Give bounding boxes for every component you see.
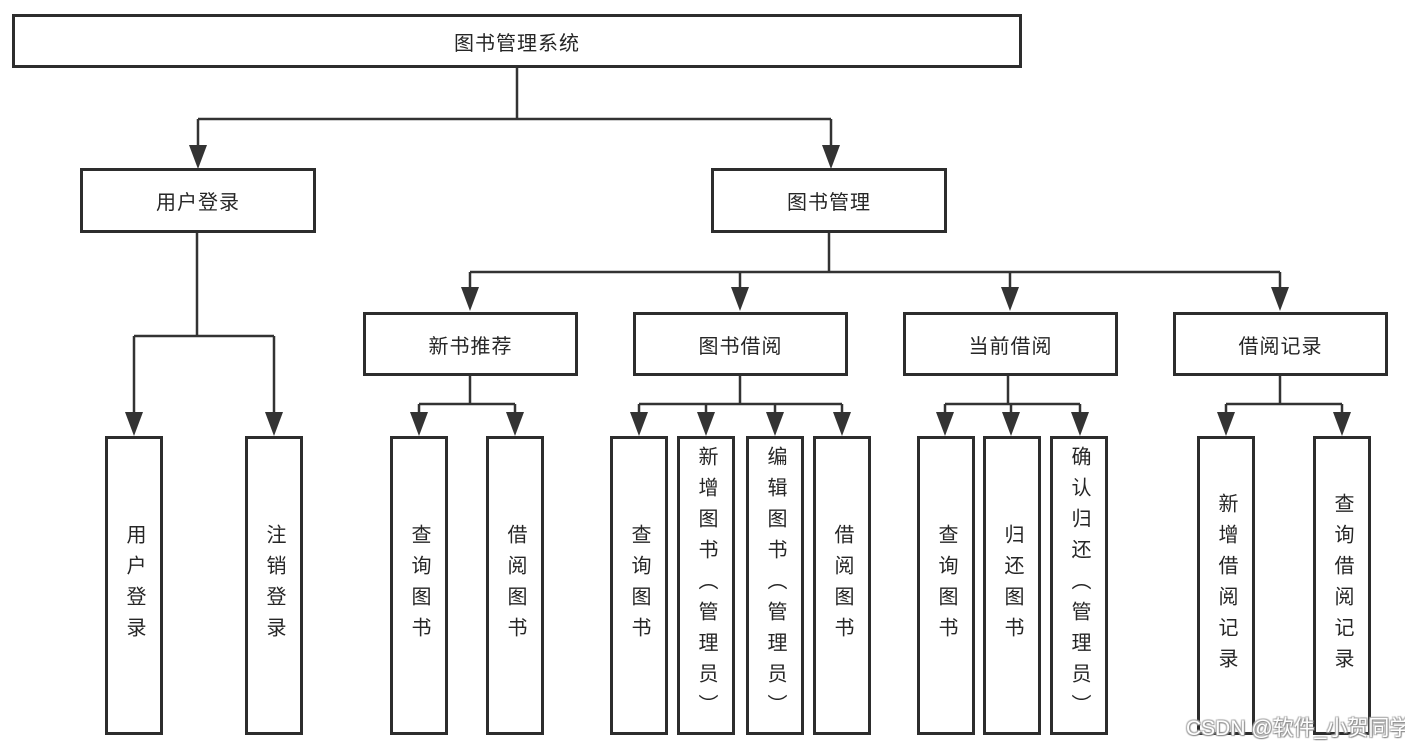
leaf-query-books-recommend: 查询图书 [390,436,448,735]
leaf-edit-books-admin-label: 编辑图书（管理员） [764,446,786,725]
leaf-query-books-borrowing: 查询图书 [610,436,668,735]
leaf-user-login: 用户登录 [105,436,163,735]
leaf-add-borrow-record-label: 新增借阅记录 [1215,492,1237,679]
leaf-borrow-books-borrowing-label: 借阅图书 [831,523,853,648]
leaf-add-books-admin: 新增图书（管理员） [677,436,735,735]
node-user-login: 用户登录 [80,168,316,233]
leaf-return-books-label: 归还图书 [1001,523,1023,648]
leaf-query-books-borrowing-label: 查询图书 [628,523,650,648]
leaf-borrow-books-borrowing: 借阅图书 [813,436,871,735]
leaf-edit-books-admin: 编辑图书（管理员） [746,436,804,735]
node-library-management-system: 图书管理系统 [12,14,1022,68]
leaf-query-books-recommend-label: 查询图书 [408,523,430,648]
leaf-confirm-return-admin: 确认归还（管理员） [1050,436,1108,735]
leaf-borrow-books-recommend: 借阅图书 [486,436,544,735]
node-current-borrowing: 当前借阅 [903,312,1118,376]
leaf-confirm-return-admin-label: 确认归还（管理员） [1068,446,1090,725]
leaf-add-books-admin-label: 新增图书（管理员） [695,446,717,725]
node-book-borrowing: 图书借阅 [633,312,848,376]
leaf-query-borrow-record: 查询借阅记录 [1313,436,1371,735]
leaf-add-borrow-record: 新增借阅记录 [1197,436,1255,735]
node-borrowing-records: 借阅记录 [1173,312,1388,376]
leaf-query-books-current: 查询图书 [917,436,975,735]
leaf-query-books-current-label: 查询图书 [935,523,957,648]
leaf-query-borrow-record-label: 查询借阅记录 [1331,492,1353,679]
node-new-book-recommendation: 新书推荐 [363,312,578,376]
leaf-return-books: 归还图书 [983,436,1041,735]
leaf-logout-label: 注销登录 [263,523,285,648]
csdn-watermark: CSDN @软件_小贺同学 [1186,717,1405,740]
arrowhead-icons [125,145,1351,436]
leaf-logout: 注销登录 [245,436,303,735]
leaf-user-login-label: 用户登录 [123,523,145,648]
leaf-borrow-books-recommend-label: 借阅图书 [504,523,526,648]
node-book-management: 图书管理 [711,168,947,233]
